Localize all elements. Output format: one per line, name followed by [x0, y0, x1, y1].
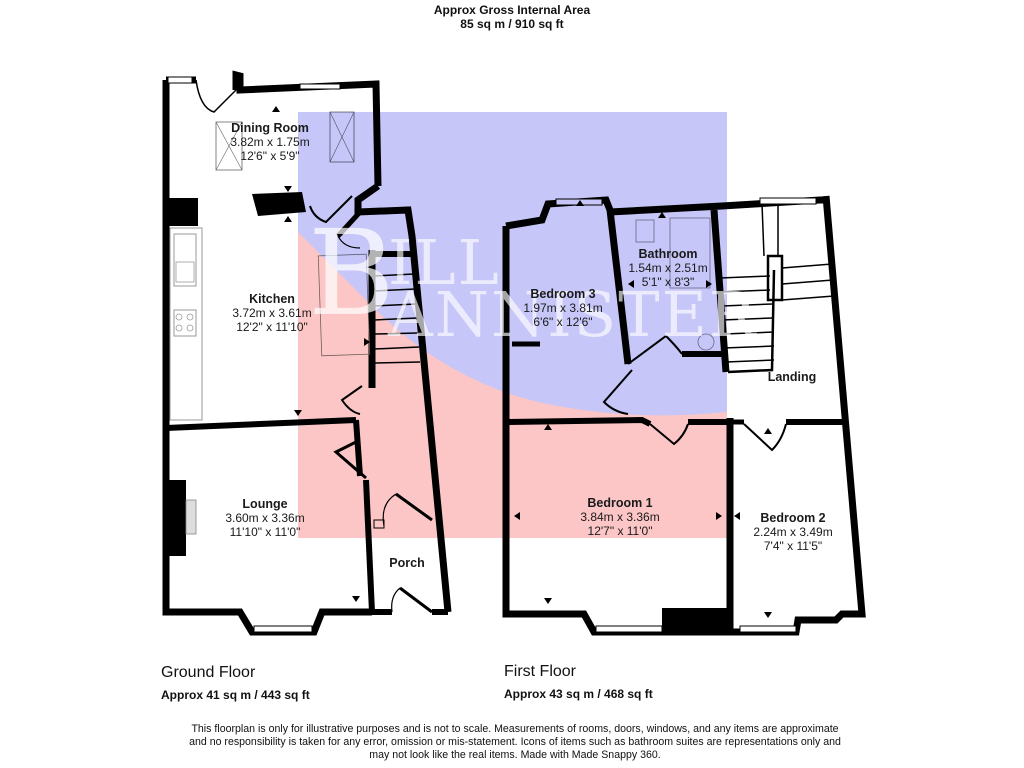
- room-kitchen: Kitchen 3.72m x 3.61m 12'2" x 11'10": [232, 292, 311, 334]
- disclaimer-line-2: and no responsibility is taken for any e…: [189, 736, 841, 748]
- room-metric: 1.54m x 2.51m: [628, 261, 708, 275]
- gross-area-header: Approx Gross Internal Area 85 sq m / 910…: [0, 3, 1024, 31]
- room-bedroom-1: Bedroom 1 3.84m x 3.36m 12'7" x 11'0": [580, 496, 659, 538]
- room-dining-room: Dining Room 3.82m x 1.75m 12'6" x 5'9": [230, 121, 309, 163]
- room-metric: 3.60m x 3.36m: [225, 511, 305, 525]
- watermark-line1: ILL: [388, 226, 501, 299]
- room-name: Bedroom 3: [530, 287, 596, 301]
- room-name: Lounge: [242, 497, 288, 511]
- disclaimer: This floorplan is only for illustrative …: [170, 723, 860, 762]
- room-imperial: 12'7" x 11'0": [587, 524, 653, 538]
- room-metric: 1.97m x 3.81m: [523, 301, 603, 315]
- floor-area: Approx 43 sq m / 468 sq ft: [504, 687, 653, 701]
- room-landing: Landing: [768, 370, 817, 384]
- gross-area-total: 85 sq m / 910 sq ft: [460, 17, 564, 31]
- room-name: Bedroom 1: [587, 496, 653, 510]
- room-metric: 2.24m x 3.49m: [753, 525, 833, 539]
- room-imperial: 12'2" x 11'10": [236, 320, 308, 334]
- room-metric: 3.72m x 3.61m: [232, 306, 312, 320]
- floor-title: First Floor: [504, 663, 576, 680]
- room-metric: 3.82m x 1.75m: [230, 135, 310, 149]
- watermark-letter-b: B: [308, 204, 395, 342]
- room-name: Landing: [767, 370, 817, 384]
- first-floor-caption: First Floor Approx 43 sq m / 468 sq ft: [504, 663, 653, 701]
- room-imperial: 6'6" x 12'6": [533, 315, 593, 329]
- room-imperial: 7'4" x 11'5": [763, 539, 823, 553]
- room-imperial: 5'1" x 8'3": [641, 275, 695, 289]
- room-name: Kitchen: [249, 292, 295, 306]
- disclaimer-line-3: may not look like the real items. Made w…: [369, 749, 661, 761]
- room-lounge: Lounge 3.60m x 3.36m 11'10" x 11'0": [225, 497, 304, 539]
- room-imperial: 12'6" x 5'9": [240, 149, 300, 163]
- disclaimer-line-1: This floorplan is only for illustrative …: [191, 723, 839, 735]
- dimension-markers: [272, 106, 772, 618]
- room-bedroom-2: Bedroom 2 2.24m x 3.49m 7'4" x 11'5": [753, 511, 832, 553]
- floor-title: Ground Floor: [161, 664, 256, 681]
- room-name: Bedroom 2: [760, 511, 826, 525]
- ground-floor-caption: Ground Floor Approx 41 sq m / 443 sq ft: [161, 664, 310, 702]
- room-name: Bathroom: [638, 247, 698, 261]
- room-name: Dining Room: [231, 121, 309, 135]
- floor-area: Approx 41 sq m / 443 sq ft: [161, 688, 310, 702]
- room-name: Porch: [389, 556, 425, 570]
- room-bedroom-3: Bedroom 3 1.97m x 3.81m 6'6" x 12'6": [523, 287, 602, 329]
- watermark-line2: ANNISTER: [388, 278, 758, 351]
- room-metric: 3.84m x 3.36m: [580, 510, 660, 524]
- room-porch: Porch: [389, 556, 424, 570]
- room-imperial: 11'10" x 11'0": [229, 525, 301, 539]
- gross-area-title: Approx Gross Internal Area: [433, 3, 591, 17]
- room-bathroom: Bathroom 1.54m x 2.51m 5'1" x 8'3": [628, 247, 707, 289]
